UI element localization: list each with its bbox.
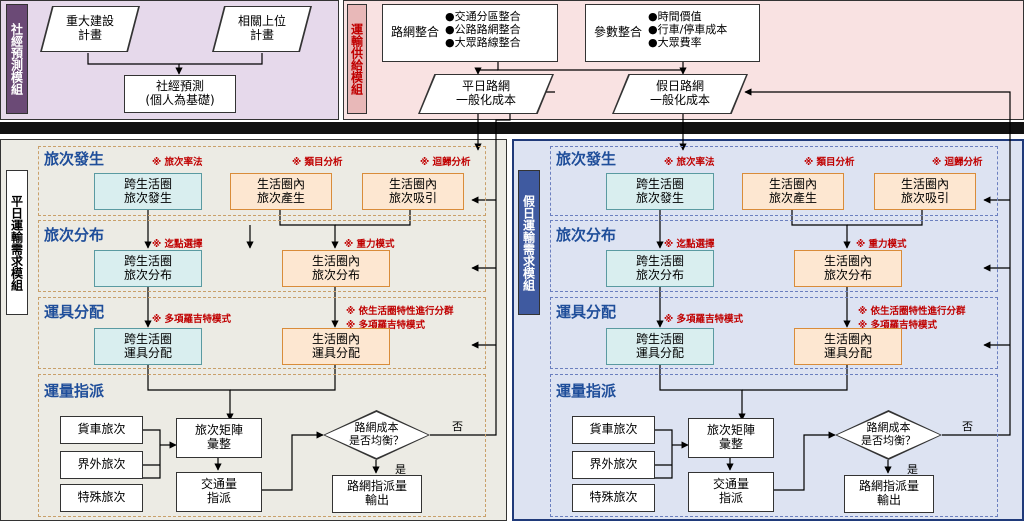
weekday-cross-distribution: 跨生活圈 旅次分布 xyxy=(94,250,202,287)
holiday-stage-assignment-frame xyxy=(550,374,998,517)
holiday-cross-mode: 跨生活圈 運具分配 xyxy=(606,328,714,365)
weekday-trip-matrix: 旅次矩陣 彙整 xyxy=(176,418,262,458)
socio-module-label: 社經預測模組 xyxy=(6,4,28,114)
holiday-yes-label: 是 xyxy=(907,463,918,476)
weekday-within-production: 生活圈內 旅次產生 xyxy=(230,173,332,210)
weekday-stage-mode-frame xyxy=(38,297,486,369)
holiday-note-logit-within: ※ 多項羅吉特模式 xyxy=(858,320,938,331)
weekday-note-logit-cross: ※ 多項羅吉特模式 xyxy=(152,314,232,325)
network-integration-box: 路網整合 ●交通分區整合 ●公路路網整合 ●大眾路線整合 xyxy=(382,4,558,62)
weekday-stage-generation: 旅次發生 xyxy=(44,150,105,168)
param-item: ●時間價值 xyxy=(648,10,702,23)
param-item: ●行車/停車成本 xyxy=(648,23,728,36)
holiday-note-cluster: ※ 依生活圈特性進行分群 xyxy=(858,306,966,317)
weekday-special-trips: 特殊旅次 xyxy=(60,484,143,512)
weekday-stage-assignment-frame xyxy=(38,374,486,517)
holiday-no-label: 否 xyxy=(962,420,973,433)
supply-module-label: 運輸供給模組 xyxy=(347,4,367,114)
weekday-note-regression: ※ 迴歸分析 xyxy=(420,157,471,168)
holiday-truck-trips: 貨車旅次 xyxy=(572,416,655,444)
weekday-traffic-assignment: 交通量 指派 xyxy=(176,472,262,512)
weekday-within-attraction: 生活圈內 旅次吸引 xyxy=(362,173,464,210)
weekday-truck-trips: 貨車旅次 xyxy=(60,416,143,444)
weekday-stage-distribution-frame xyxy=(38,220,486,292)
param-item: ●大眾費率 xyxy=(648,36,702,49)
weekday-note-destination: ※ 迄點選擇 xyxy=(152,239,203,250)
weekday-note-category: ※ 類目分析 xyxy=(292,157,343,168)
holiday-note-gravity: ※ 重力模式 xyxy=(856,239,907,250)
holiday-note-category: ※ 類目分析 xyxy=(804,157,855,168)
separator-bar xyxy=(0,122,1024,134)
param-integration-title: 參數整合 xyxy=(593,25,642,40)
weekday-cross-generation: 跨生活圈 旅次發生 xyxy=(94,173,202,210)
holiday-cross-generation: 跨生活圈 旅次發生 xyxy=(606,173,714,210)
weekday-note-gravity: ※ 重力模式 xyxy=(344,239,395,250)
holiday-note-regression: ※ 迴歸分析 xyxy=(932,157,983,168)
network-integration-title: 路網整合 xyxy=(390,25,439,40)
holiday-stage-assignment: 運量指派 xyxy=(556,382,617,400)
weekday-within-distribution: 生活圈內 旅次分布 xyxy=(282,250,390,287)
network-item: ●交通分區整合 xyxy=(445,10,521,23)
weekday-yes-label: 是 xyxy=(395,463,406,476)
higher-level-plan: 相關上位 計畫 xyxy=(214,7,310,51)
weekday-external-trips: 界外旅次 xyxy=(60,451,143,479)
holiday-external-trips: 界外旅次 xyxy=(572,451,655,479)
param-items: ●時間價值 ●行車/停車成本 ●大眾費率 xyxy=(648,10,727,49)
network-item: ●大眾路線整合 xyxy=(445,36,521,49)
socio-forecast-process: 社經預測 (個人為基礎) xyxy=(124,75,236,113)
holiday-within-production: 生活圈內 旅次產生 xyxy=(742,173,844,210)
holiday-within-mode: 生活圈內 運具分配 xyxy=(794,328,902,365)
weekday-network-output: 路網指派量 輸出 xyxy=(332,475,422,513)
weekday-stage-distribution: 旅次分布 xyxy=(44,226,105,244)
network-items: ●交通分區整合 ●公路路網整合 ●大眾路線整合 xyxy=(445,10,521,49)
holiday-note-logit-cross: ※ 多項羅吉特模式 xyxy=(664,314,744,325)
holiday-generalized-cost: 假日路網 一般化成本 xyxy=(614,75,746,113)
holiday-traffic-assignment: 交通量 指派 xyxy=(688,472,774,512)
holiday-stage-mode: 運具分配 xyxy=(556,303,617,321)
weekday-no-label: 否 xyxy=(452,420,463,433)
param-integration-box: 參數整合 ●時間價值 ●行車/停車成本 ●大眾費率 xyxy=(585,4,760,62)
holiday-stage-distribution-frame xyxy=(550,220,998,292)
holiday-note-destination: ※ 迄點選擇 xyxy=(664,239,715,250)
major-construction-plan-label: 重大建設 計畫 xyxy=(42,7,138,51)
weekday-stage-assignment: 運量指派 xyxy=(44,382,105,400)
holiday-module-label: 假日運輸需求模組 xyxy=(518,170,540,315)
holiday-special-trips: 特殊旅次 xyxy=(572,484,655,512)
holiday-note-rate: ※ 旅次率法 xyxy=(664,157,715,168)
holiday-within-attraction: 生活圈內 旅次吸引 xyxy=(874,173,976,210)
weekday-module-label: 平日運輸需求模組 xyxy=(6,170,28,315)
holiday-within-distribution: 生活圈內 旅次分布 xyxy=(794,250,902,287)
weekday-note-logit-within: ※ 多項羅吉特模式 xyxy=(346,320,426,331)
holiday-network-output: 路網指派量 輸出 xyxy=(844,475,934,513)
weekday-generalized-cost: 平日路網 一般化成本 xyxy=(420,75,552,113)
network-item: ●公路路網整合 xyxy=(445,23,521,36)
holiday-stage-distribution: 旅次分布 xyxy=(556,226,617,244)
weekday-within-mode: 生活圈內 運具分配 xyxy=(282,328,390,365)
weekday-stage-generation-frame xyxy=(38,146,486,216)
weekday-note-rate: ※ 旅次率法 xyxy=(152,157,203,168)
weekday-cross-mode: 跨生活圈 運具分配 xyxy=(94,328,202,365)
holiday-cross-distribution: 跨生活圈 旅次分布 xyxy=(606,250,714,287)
weekday-note-cluster: ※ 依生活圈特性進行分群 xyxy=(346,306,454,317)
holiday-stage-generation-frame xyxy=(550,146,998,216)
holiday-trip-matrix: 旅次矩陣 彙整 xyxy=(688,418,774,458)
holiday-stage-generation: 旅次發生 xyxy=(556,150,617,168)
holiday-stage-mode-frame xyxy=(550,297,998,369)
weekday-stage-mode: 運具分配 xyxy=(44,303,105,321)
